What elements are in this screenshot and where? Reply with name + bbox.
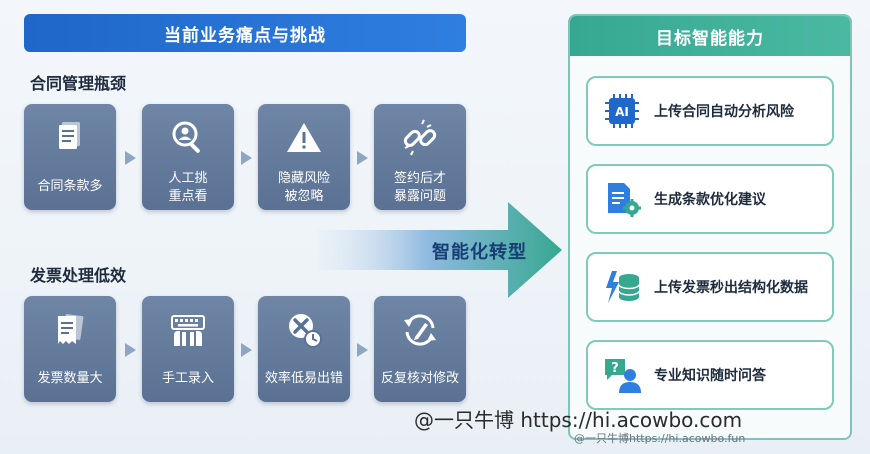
transformation-arrow	[318, 202, 562, 298]
capability-label: 生成条款优化建议	[654, 192, 766, 208]
card-label: 合同条款多	[37, 179, 103, 194]
keyboard-hands-icon	[171, 315, 205, 346]
card-label: 签约后才 暴露问题	[393, 171, 446, 204]
pain-points-header: 当前业务痛点与挑战	[24, 14, 466, 52]
chevron-right-icon	[241, 151, 252, 165]
person-search-icon	[172, 121, 200, 153]
contract-card-many-clauses: 合同条款多	[24, 104, 116, 210]
transformation-label: 智能化转型	[432, 242, 527, 263]
broken-link-icon	[403, 119, 437, 156]
contract-section-title: 合同管理瓶颈	[30, 74, 127, 93]
capability-expert-qa: ? 专业知识随时问答	[586, 340, 834, 410]
card-label: 效率低易出错	[264, 371, 343, 386]
capability-invoice-structuring: 上传发票秒出结构化数据	[586, 252, 834, 322]
card-label: 反复核对修改	[380, 371, 459, 386]
error-clock-icon	[289, 314, 322, 348]
capability-label: 上传发票秒出结构化数据	[654, 280, 808, 296]
card-label: 隐藏风险 被忽略	[277, 171, 330, 204]
invoice-card-error-prone: 效率低易出错	[258, 296, 350, 402]
capability-label: 上传合同自动分析风险	[654, 104, 794, 120]
chevron-right-icon	[241, 343, 252, 357]
expert-qa-icon: ?	[605, 359, 641, 393]
contract-card-hidden-risk: 隐藏风险 被忽略	[258, 104, 350, 210]
card-label: 发票数量大	[37, 371, 103, 386]
card-label: 手工录入	[161, 371, 214, 386]
target-capabilities-panel: 目标智能能力 AI 上传合同自动分析风险 生成条款优化建议 上传发票秒出结构化数…	[568, 14, 852, 440]
watermark-primary: @一只牛博 https://hi.acowbo.com	[414, 408, 743, 432]
svg-text:AI: AI	[615, 105, 629, 119]
capability-contract-risk-analysis: AI 上传合同自动分析风险	[586, 76, 834, 146]
document-stack-icon	[59, 122, 80, 149]
invoice-card-manual-entry: 手工录入	[142, 296, 234, 402]
refresh-edit-icon	[404, 314, 436, 346]
database-bolt-icon	[606, 271, 640, 303]
capability-clause-suggestions: 生成条款优化建议	[586, 164, 834, 234]
warning-icon	[287, 123, 321, 152]
invoice-section-title: 发票处理低效	[30, 266, 127, 285]
invoice-card-high-volume: 发票数量大	[24, 296, 116, 402]
chevron-right-icon	[125, 151, 136, 165]
capability-label: 专业知识随时问答	[654, 368, 766, 384]
contract-card-manual-review: 人工挑 重点看	[142, 104, 234, 210]
chevron-right-icon	[357, 151, 368, 165]
target-capabilities-header: 目标智能能力	[570, 16, 850, 56]
contract-card-late-exposure: 签约后才 暴露问题	[374, 104, 466, 210]
invoice-stack-icon	[58, 314, 84, 344]
chevron-right-icon	[357, 343, 368, 357]
card-label: 人工挑 重点看	[168, 171, 208, 204]
document-gear-icon	[608, 183, 641, 217]
watermark-secondary: @一只牛博https://hi.acowbo.fun	[574, 432, 746, 445]
chevron-right-icon	[125, 343, 136, 357]
svg-text:?: ?	[611, 361, 619, 376]
ai-chip-icon: AI	[605, 94, 639, 128]
invoice-card-rework: 反复核对修改	[374, 296, 466, 402]
